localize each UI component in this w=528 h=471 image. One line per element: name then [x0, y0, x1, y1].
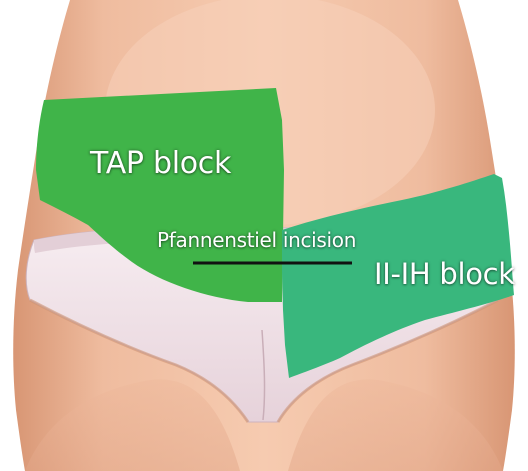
- pfannenstiel-incision-label: Pfannenstiel incision: [157, 228, 356, 252]
- tap-block-label: TAP block: [90, 146, 231, 181]
- ii-ih-block-label: II-IH block: [374, 257, 515, 291]
